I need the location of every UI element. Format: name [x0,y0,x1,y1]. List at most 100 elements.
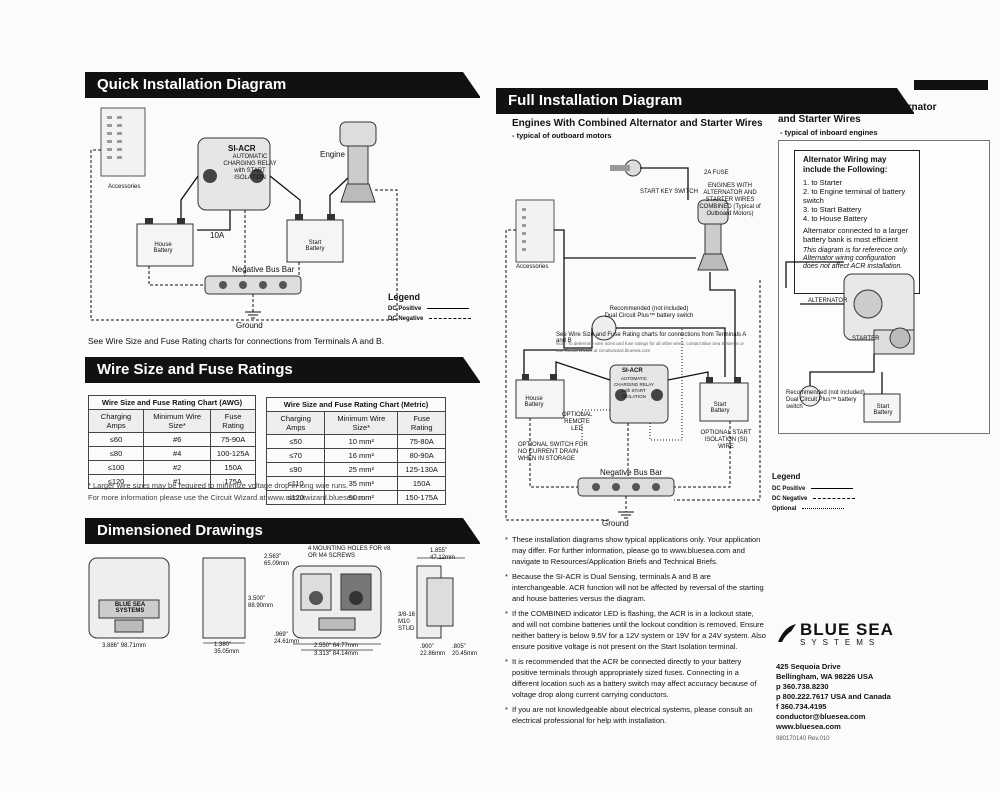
dimensioned-drawings [88,557,465,651]
phone-1: p 360.738.8230 [776,682,829,691]
brand-sub: SYSTEMS [800,638,881,647]
company-logo: BLUE SEA SYSTEMS [776,620,936,648]
full-legend-negative-label: DC Negative [772,496,808,502]
dim-3313: 3.313" 84.14mm [314,651,358,657]
note-item: These installation diagrams show typical… [505,534,766,567]
separate-subtitle: - typical of inboard engines [780,128,878,137]
dim-front-brand: BLUE SEA SYSTEMS [114,602,146,614]
alternator-box-reference: This diagram is for reference only. Alte… [803,247,909,270]
full-fuse-2a-label: 2A FUSE [704,170,729,176]
awg-table-caption: Wire Size and Fuse Rating Chart (AWG) [88,395,256,410]
full-legend-title: Legend [772,472,801,481]
company-address: 425 Sequoia Drive Bellingham, WA 98226 U… [776,662,891,744]
table-cell: 75-90A [210,432,256,447]
left-page: Quick Installation Diagram [0,0,490,793]
alternator-box-item-3: 3. to Start Battery [803,205,862,214]
dim-1380: 1.380" 35.05mm [214,642,240,655]
table-cell: 25 mm² [324,462,399,477]
quick-legend-negative: DC Negative [388,316,478,322]
alternator-box-item-2: 2. to Engine terminal of battery switch [803,187,906,205]
full-legend-positive: DC Positive [772,486,882,492]
table-cell: ≤80 [87,446,145,461]
awg-header-fuse: Fuse Rating [210,409,256,433]
quick-legend-positive: DC Positive [388,306,478,312]
logo-mark-icon [778,624,796,642]
table-cell: ≤90 [265,462,326,477]
table-cell: 150-175A [397,490,446,505]
brand-name: BLUE SEA SYSTEMS [800,620,894,648]
full-acr-title: SI-ACR [622,368,643,374]
metric-header-wire: Minimum Wire Size* [324,411,399,435]
fax: f 360.734.4195 [776,702,827,711]
dim-2563: 2.563" 65.09mm [264,554,290,567]
quick-accessories-label: Accessories [108,184,141,190]
full-acr-subtitle: AUTOMATIC CHARGING RELAY with START ISOL… [614,376,654,399]
separate-recommended-label: Recommended (not included) Dual Circuit … [786,390,865,410]
dimensioned-drawings-banner: Dimensioned Drawings [85,518,481,544]
table-cell: 16 mm² [324,448,399,463]
full-legend-optional: Optional [772,506,882,512]
table-cell: 150A [397,476,446,491]
table-cell: ≤70 [265,448,326,463]
table-cell: #6 [143,432,212,447]
note-item: If the COMBINED indicator LED is flashin… [505,608,766,652]
legend-dashed-line [429,317,472,319]
dim-0805: .805" 20.45mm [452,644,478,657]
quick-acr-title: SI-ACR [228,144,256,153]
table-cell: 125-130A [397,462,446,477]
legend-solid-line [427,307,470,309]
inboard-engine-drawing [785,261,915,423]
separate-alternator-label: ALTERNATOR [808,298,848,304]
full-house-battery-label: House Battery [524,396,544,408]
quick-see-note: See Wire Size and Fuse Rating charts for… [88,336,385,346]
full-see-note: See Wire Size and Fuse Rating charts for… [556,332,746,344]
metric-header-fuse: Fuse Rating [397,411,446,435]
alternator-box-item-4: 4. to House Battery [803,214,868,223]
wire-footnote-1: * Larger wire sizes may be required to m… [88,481,349,490]
combined-subtitle: - typical of outboard motors [512,131,612,140]
full-legend-positive-label: DC Positive [772,486,806,492]
table-cell: ≤50 [265,434,326,449]
quick-legend-positive-label: DC Positive [388,306,422,312]
metric-table-caption: Wire Size and Fuse Rating Chart (Metric) [266,397,446,412]
full-installation-banner: Full Installation Diagram [496,88,915,114]
top-rule [914,80,988,90]
separate-start-battery-label: Start Battery [873,404,893,416]
right-page: Full Installation Diagram Engines With C… [490,0,1000,793]
quick-engine-label: Engine [320,150,345,159]
note-item: It is recommended that the ACR be connec… [505,656,766,700]
quick-acr-subtitle: AUTOMATIC CHARGING RELAY with START ISOL… [223,154,277,181]
table-cell: 150A [210,460,256,475]
quick-legend: Legend DC Positive DC Negative [388,292,478,322]
quick-bus-bar-label: Negative Bus Bar [232,265,295,274]
table-cell: #2 [143,460,212,475]
table-cell: #4 [143,446,212,461]
table-cell: ≤120 [265,490,326,505]
combined-title: Engines With Combined Alternator and Sta… [512,118,763,129]
table-cell: 80-90A [397,448,446,463]
full-start-key-label: START KEY SWITCH [640,189,698,195]
full-legend-optional-label: Optional [772,506,797,512]
full-start-isolation-label: OPTIONAL START ISOLATION (SI) WIRE [700,430,752,450]
quick-legend-title: Legend [388,292,421,302]
quick-fuse-label: 10A [210,231,225,240]
separate-title: Engines With Separate Alternator and Sta… [778,102,937,125]
full-storage-switch-label: OPTIONAL SWITCH FOR NO CURRENT DRAIN WHE… [518,442,588,462]
quick-house-battery-label: House Battery [153,242,173,254]
wire-footnote-2: For more information please use the Circ… [88,493,372,502]
phone-2: p 800.222.7617 USA and Canada [776,692,891,701]
dim-mounting-holes: 4 MOUNTING HOLES FOR #8 OR M4 SCREWS [308,546,391,559]
alternator-box-title: Alternator Wiring may include the Follow… [803,155,888,174]
metric-header-amps: Charging Amps [265,411,326,435]
metric-table: Wire Size and Fuse Rating Chart (Metric)… [265,397,446,505]
full-installation-diagram [505,159,761,521]
installation-notes: These installation diagrams show typical… [504,534,766,730]
email: conductor@bluesea.com [776,712,866,721]
brand-main: BLUE SEA [800,620,894,639]
full-engine-note: ENGINES WITH ALTERNATOR AND STARTER WIRE… [699,183,761,217]
